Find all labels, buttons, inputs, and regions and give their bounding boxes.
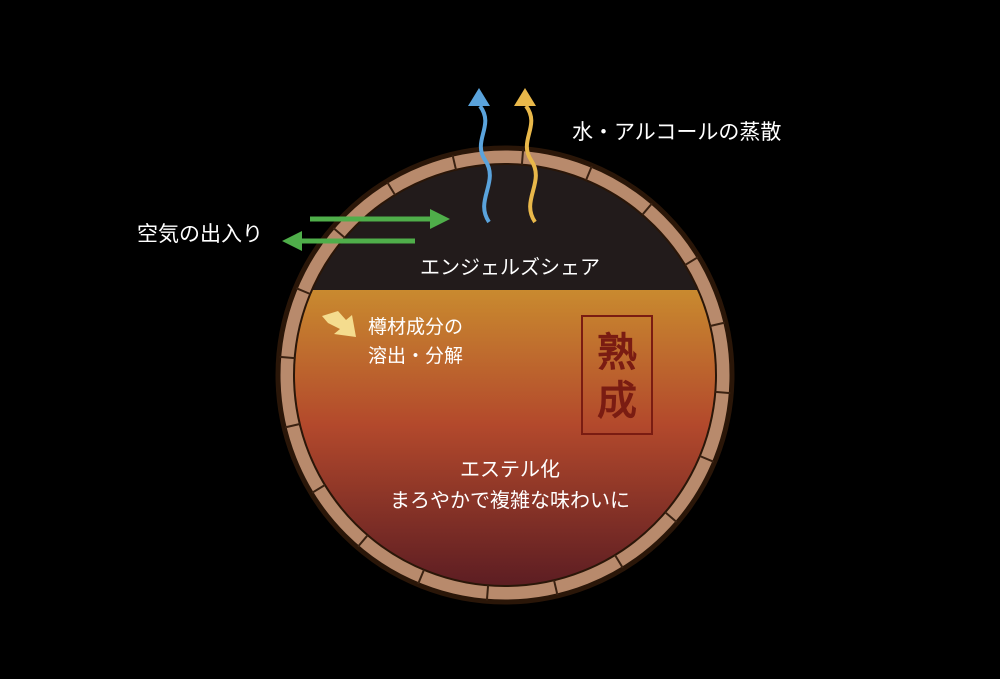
barrel-stave-line <box>641 202 653 216</box>
extraction-arrow-icon <box>322 311 356 337</box>
barrel-stave-line <box>295 287 311 295</box>
barrel-stave-line <box>699 455 715 463</box>
barrel-stave-line <box>585 165 593 181</box>
angels-share-label: エンジェルズシェア <box>420 255 600 279</box>
barrel-stave-line <box>709 321 726 327</box>
barrel-stave-line <box>614 554 624 569</box>
barrel-stave-line <box>357 534 369 548</box>
barrel-stave-line <box>332 227 346 239</box>
barrel-stave-line <box>386 181 396 196</box>
maturation-char-2: 成 <box>597 378 637 424</box>
barrel-stave-line <box>451 154 457 171</box>
barrel-stave-line <box>279 355 295 360</box>
air-out-arrow-icon <box>282 231 415 251</box>
barrel-stave-line <box>664 511 678 523</box>
esterification-label-line1: エステル化 <box>460 457 560 481</box>
barrel-stave-line <box>417 569 425 585</box>
esterification-label-line2: まろやかで複雑な味わいに <box>390 488 630 512</box>
barrel-stave-line <box>684 256 699 266</box>
air-exchange-label: 空気の出入り <box>137 222 263 246</box>
barrel-stave-line <box>520 149 525 165</box>
barrel-stave-line <box>553 579 559 596</box>
extraction-label-line2: 溶出・分解 <box>368 345 463 367</box>
barrel-stave-line <box>284 423 301 429</box>
barrel-stave-line <box>311 484 326 494</box>
alcohol-vapor-arrow-icon <box>514 88 538 224</box>
extraction-label-line1: 樽材成分の <box>368 316 463 338</box>
barrel-stave-line <box>715 390 731 395</box>
evaporation-label: 水・アルコールの蒸散 <box>572 120 782 144</box>
air-in-arrow-icon <box>310 209 450 229</box>
maturation-stamp-box <box>581 315 653 435</box>
maturation-char-1: 熟 <box>597 330 637 376</box>
barrel-stave-line <box>485 585 490 601</box>
water-vapor-arrow-icon <box>468 88 492 224</box>
